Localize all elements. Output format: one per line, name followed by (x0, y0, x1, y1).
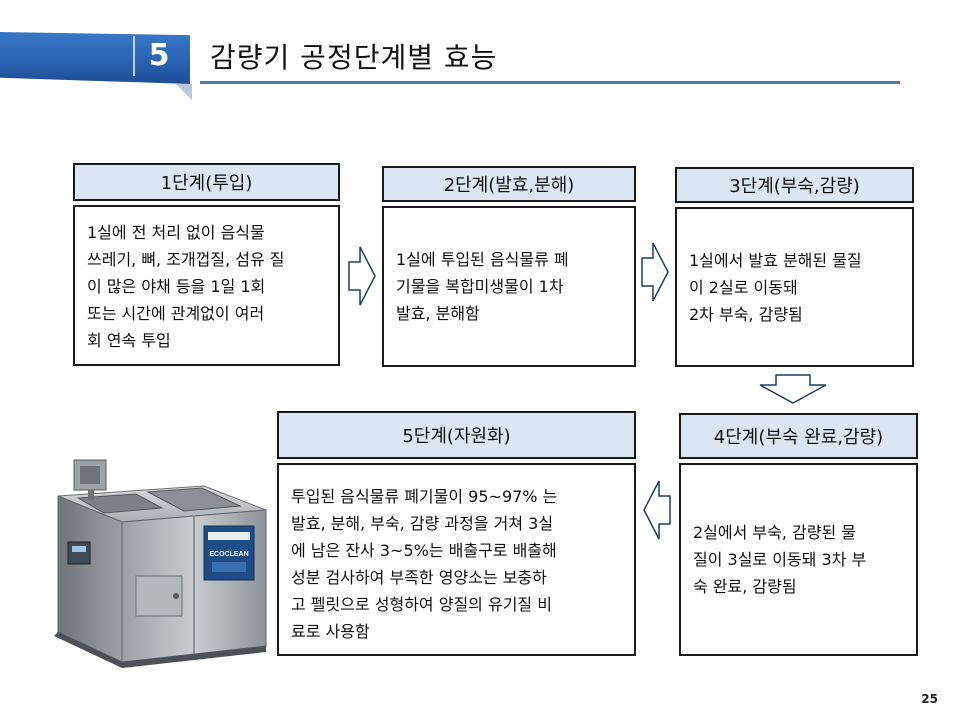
stage-5-body: 투입된 음식물류 폐기물이 95~97% 는 발효, 분해, 부숙, 감량 과정… (277, 463, 636, 656)
stage-1-body: 1실에 전 처리 없이 음식물 쓰레기, 뼈, 조개껍질, 섬유 질 이 많은 … (73, 205, 340, 366)
arrow-left-icon (643, 480, 671, 540)
stage-4-header: 4단계(부숙 완료,감량) (679, 413, 918, 459)
stage-2-header: 2단계(발효,분해) (382, 166, 636, 202)
stage-5-header: 5단계(자원화) (277, 411, 636, 459)
food-waste-reducer-machine-image: ECOCLEAN (54, 459, 267, 668)
header-ribbon (0, 32, 190, 84)
machine-brand-label: ECOCLEAN (209, 551, 248, 558)
title-underline (200, 81, 900, 84)
arrow-down-icon (759, 374, 827, 404)
stage-3-body: 1실에서 발효 분해된 물질 이 2실로 이동돼 2차 부숙, 감량됨 (675, 207, 914, 367)
stage-3-header: 3단계(부숙,감량) (675, 167, 914, 203)
stage-1-header: 1단계(투입) (73, 163, 340, 201)
stage-4-body: 2실에서 부숙, 감량된 물 질이 3실로 이동돼 3차 부 숙 완료, 감량됨 (679, 463, 918, 656)
ribbon-separator (133, 36, 135, 76)
section-number: 5 (148, 38, 170, 73)
ribbon-fold (176, 84, 192, 100)
page-number: 25 (921, 692, 938, 706)
arrow-right-icon (348, 246, 376, 306)
stage-2-body: 1실에 투입된 음식물류 폐 기물을 복합미생물이 1차 발효, 분해함 (382, 206, 636, 367)
page-title: 감량기 공정단계별 효능 (210, 41, 498, 74)
arrow-right-icon (641, 242, 669, 302)
